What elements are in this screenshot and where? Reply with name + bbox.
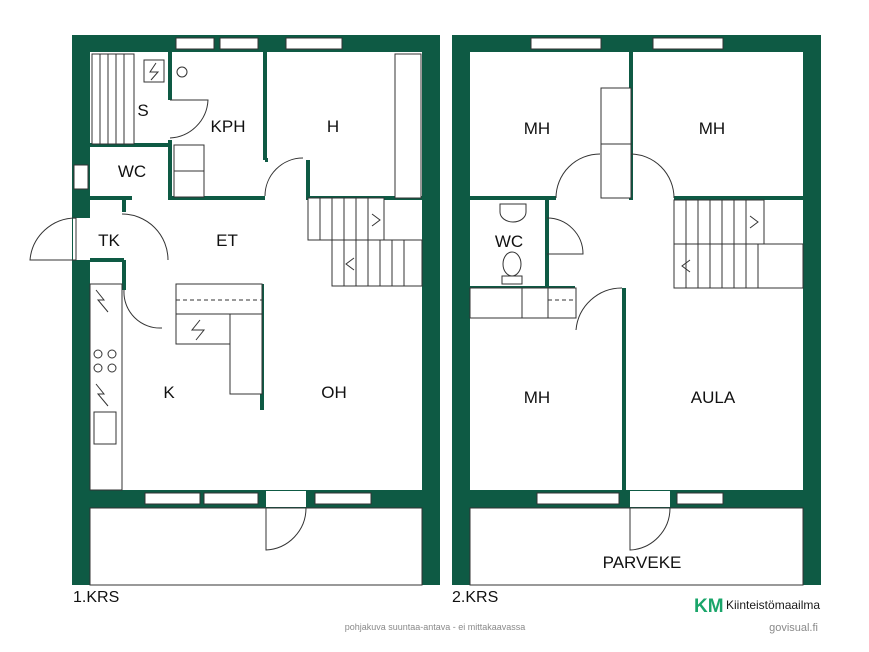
f1-window <box>175 37 215 50</box>
room-parveke: PARVEKE <box>603 553 682 572</box>
sauna-bench <box>91 53 135 145</box>
sink-icon <box>499 203 527 223</box>
room-k: K <box>163 383 175 402</box>
electric-icon <box>190 319 206 341</box>
room-mh-2: MH <box>699 119 725 138</box>
floor-2-plan: MH MH WC MH AULA PARVEKE 2.KRS <box>452 35 821 606</box>
cabinet <box>175 283 263 315</box>
sink-icon <box>93 411 117 445</box>
f1-window <box>285 37 343 50</box>
f1-window <box>144 492 201 505</box>
f2-window <box>652 37 724 50</box>
f2-top-wall <box>452 35 821 52</box>
f2-mh1-door <box>555 153 601 199</box>
f1-entrance-door <box>29 217 77 261</box>
electric-icon <box>95 289 109 313</box>
room-sauna: S <box>137 101 148 120</box>
kitchen-counter <box>89 283 123 491</box>
f1-kitchen-door <box>123 289 163 329</box>
brand-name: Kiinteistömaailma <box>726 598 820 612</box>
room-h: H <box>327 117 339 136</box>
floor-2-label: 2.KRS <box>452 589 498 606</box>
stove-burner-icon <box>107 349 117 359</box>
sauna-slats <box>99 54 125 144</box>
f1-window <box>203 492 259 505</box>
toilet-tank <box>501 275 523 285</box>
fireplace <box>175 313 231 345</box>
wardrobe <box>394 53 422 199</box>
f1-terrace-gap <box>266 491 306 507</box>
room-mh-3: MH <box>524 388 550 407</box>
floor-1-plan: S KPH H WC TK ET K OH 1.KRS <box>29 35 440 606</box>
brand-mark: KM <box>694 596 724 617</box>
wardrobe <box>600 87 632 145</box>
wardrobe <box>469 287 577 319</box>
wardrobe-lines <box>521 288 549 318</box>
room-tk: TK <box>98 231 120 250</box>
room-oh: OH <box>321 383 347 402</box>
brand-logo: KM Kiinteistömaailma <box>694 596 820 617</box>
cabinet <box>229 313 263 395</box>
f2-stairs <box>673 199 804 289</box>
f1-entrance-gap <box>73 218 90 260</box>
f2-balcony <box>469 507 804 586</box>
f1-tk-door <box>121 213 169 261</box>
f1-terrace-door <box>265 507 307 551</box>
electric-icon <box>95 383 109 407</box>
credit-link: govisual.fi <box>769 622 818 634</box>
room-aula: AULA <box>691 388 736 407</box>
f2-wc-door <box>546 217 584 255</box>
shower-icon <box>176 66 188 78</box>
f1-right-wall <box>422 35 440 585</box>
floor-1-label: 1.KRS <box>73 589 119 606</box>
sauna-heater-icon <box>143 59 165 83</box>
f2-window <box>676 492 724 505</box>
f2-mh2-door <box>629 153 675 199</box>
electric-icon <box>149 62 160 81</box>
room-wc: WC <box>118 162 146 181</box>
wardrobe <box>600 143 632 199</box>
room-mh-1: MH <box>524 119 550 138</box>
f1-sauna-door <box>169 99 209 139</box>
room-et: ET <box>216 231 238 250</box>
toilet-icon <box>502 251 522 277</box>
disclaimer-note: pohjakuva suuntaa-antava - ei mittakaava… <box>345 622 526 632</box>
stove-burner-icon <box>93 349 103 359</box>
f1-window <box>73 164 89 190</box>
f1-window <box>314 492 372 505</box>
f1-h-door <box>264 157 304 197</box>
f2-balcony-door <box>629 507 671 551</box>
stove-burner-icon <box>107 363 117 373</box>
f2-left-wall <box>452 35 470 585</box>
room-wc-2: WC <box>495 232 523 251</box>
f2-mh3-door <box>575 287 623 331</box>
f2-balcony-gap <box>630 491 670 507</box>
f2-window <box>530 37 602 50</box>
f2-right-wall <box>803 35 821 585</box>
stove-burner-icon <box>93 363 103 373</box>
f2-window <box>536 492 620 505</box>
f1-window <box>219 37 259 50</box>
room-kph: KPH <box>211 117 246 136</box>
f1-stairs <box>307 197 423 287</box>
f1-terrace <box>89 507 423 586</box>
